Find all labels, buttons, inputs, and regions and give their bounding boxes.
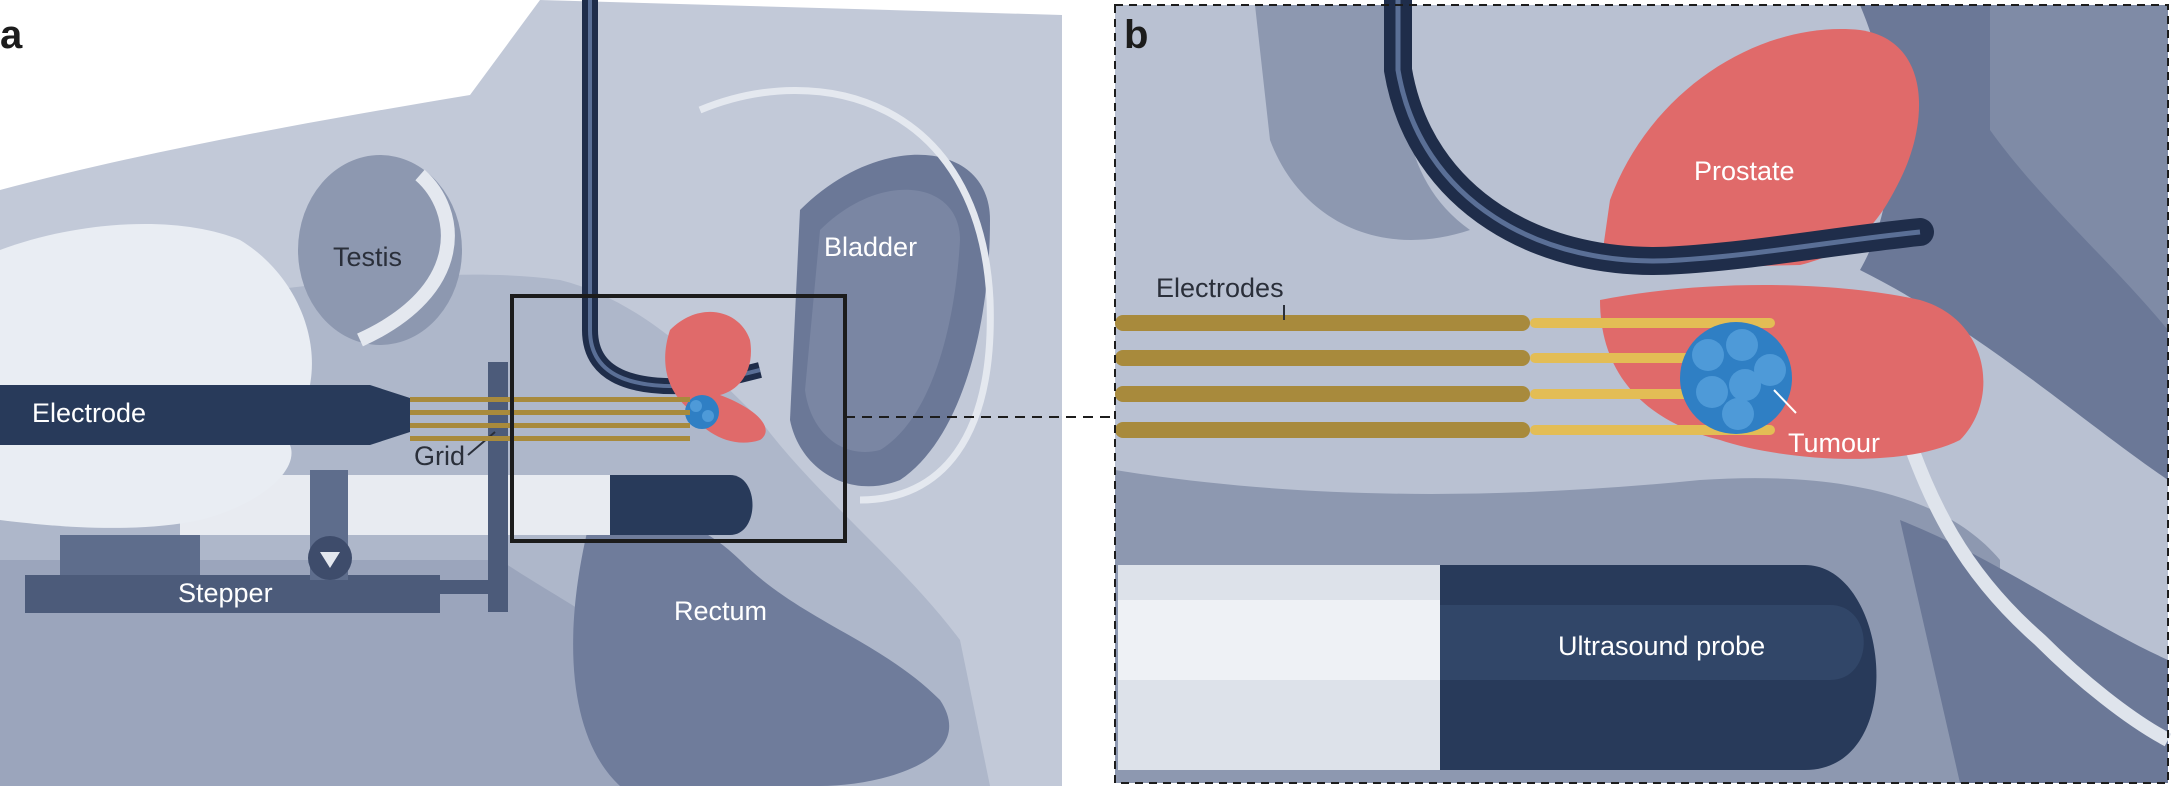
stepper-clamp	[440, 580, 500, 594]
grid-leader	[467, 431, 496, 456]
tumour-leader	[1773, 389, 1797, 414]
ultrasound-probe-b-sheen	[1440, 605, 1864, 680]
glove-lower	[0, 445, 292, 528]
prostate-b-upper	[1600, 29, 1920, 270]
lower-tissue-right	[1900, 520, 2168, 783]
panel-b: b Prostate Electrodes Tumour Ultrasound …	[1114, 0, 2171, 784]
panel-b-frame	[1114, 4, 2169, 784]
rectum-label: Rectum	[674, 596, 767, 626]
electrodes-label: Electrodes	[1156, 273, 1284, 303]
electrode-row	[1115, 315, 1775, 331]
electrode-handle	[0, 385, 410, 445]
urethra-tube	[698, 86, 994, 504]
tumour-a-cell	[690, 400, 702, 412]
electrodes-b	[1115, 305, 1775, 438]
grid-label: Grid	[414, 441, 465, 471]
bladder-label: Bladder	[824, 232, 917, 262]
tissue-right-mid	[1990, 5, 2168, 330]
ultrasound-probe-label: Ultrasound probe	[1558, 631, 1765, 661]
tissue-left-dark	[1255, 5, 1470, 240]
electrode-needles-a	[410, 397, 690, 441]
ultrasound-probe-a	[610, 475, 753, 535]
stepper-rail	[60, 535, 200, 575]
stepper-label: Stepper	[178, 578, 273, 608]
lower-body	[0, 560, 720, 786]
urethra-b	[1898, 427, 2171, 747]
zoom-box	[510, 294, 847, 543]
tumour-a	[685, 395, 719, 429]
rectum	[573, 512, 950, 786]
tumour-b	[1680, 322, 1792, 434]
glove-upper	[0, 223, 312, 385]
testis-label: Testis	[333, 242, 402, 272]
panel-a: a Testis Bladder Electrode Grid Stepper …	[0, 0, 1115, 786]
testis-cord	[357, 169, 455, 347]
tumour-a-cell	[702, 410, 714, 422]
prostate-label: Prostate	[1694, 156, 1795, 186]
electrode-label: Electrode	[32, 398, 146, 428]
stepper-knob-arrow-icon	[320, 552, 340, 568]
tumour-label: Tumour	[1788, 428, 1880, 458]
stepper-base	[25, 575, 440, 613]
probe-handle-b-stripe	[1118, 600, 1448, 680]
panel-b-letter: b	[1124, 13, 1148, 57]
catheter-b-highlight	[1395, 0, 1921, 264]
panel-a-letter: a	[0, 13, 23, 57]
